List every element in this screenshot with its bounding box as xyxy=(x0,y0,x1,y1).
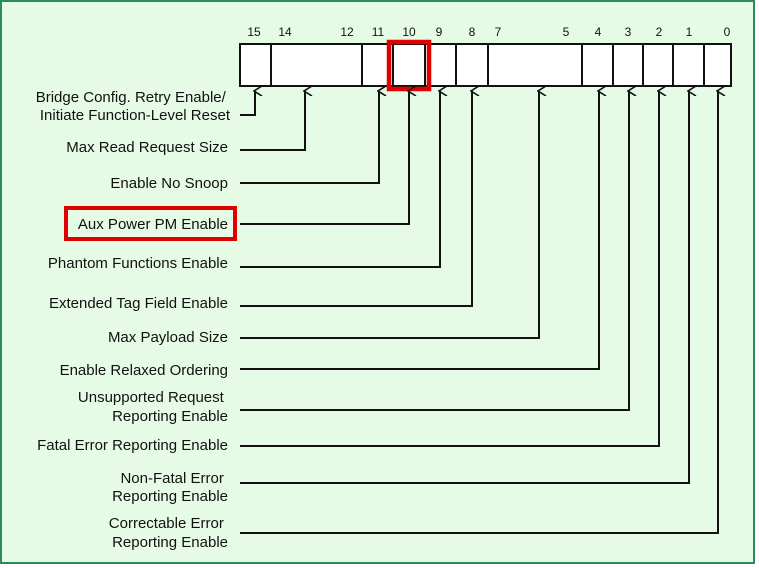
bit-number: 3 xyxy=(625,25,632,39)
leader-line xyxy=(240,91,629,411)
bit-number: 8 xyxy=(469,25,476,39)
leader-lines xyxy=(240,91,718,534)
leader-line xyxy=(240,91,409,225)
field-label-correctable-error-reporting: Correctable Error Reporting Enable xyxy=(109,515,228,551)
bit-number: 5 xyxy=(563,25,570,39)
field-label-unsupported-request-reporting: Unsupported Request Reporting Enable xyxy=(78,389,228,425)
leader-line xyxy=(240,91,440,268)
leader-line xyxy=(240,91,379,184)
bit-number: 7 xyxy=(495,25,502,39)
bit-number: 9 xyxy=(436,25,443,39)
field-label-phantom-functions-enable: Phantom Functions Enable xyxy=(48,255,228,272)
bit-number: 12 xyxy=(340,25,354,39)
field-label-max-read-request-size: Max Read Request Size xyxy=(66,139,228,156)
bit-number: 14 xyxy=(278,25,292,39)
bit-number: 2 xyxy=(656,25,663,39)
field-label-fatal-error-reporting: Fatal Error Reporting Enable xyxy=(37,437,228,454)
bit-number: 15 xyxy=(247,25,261,39)
bit-number: 1 xyxy=(686,25,693,39)
leader-line xyxy=(240,91,718,534)
register-box xyxy=(239,43,732,87)
leader-line xyxy=(240,91,472,307)
field-label-max-payload-size: Max Payload Size xyxy=(108,329,228,346)
leader-line xyxy=(240,91,255,116)
leader-line xyxy=(240,91,305,151)
aux-power-label-highlight xyxy=(64,206,237,241)
field-label-non-fatal-error-reporting: Non-Fatal Error Reporting Enable xyxy=(112,470,228,505)
bit-number: 11 xyxy=(372,25,385,39)
leader-line xyxy=(240,91,659,447)
field-label-enable-relaxed-ordering: Enable Relaxed Ordering xyxy=(60,362,228,379)
field-label-enable-no-snoop: Enable No Snoop xyxy=(110,175,228,192)
field-label-extended-tag-field-enable: Extended Tag Field Enable xyxy=(49,295,228,312)
bit-number: 10 xyxy=(402,25,416,39)
field-dividers xyxy=(270,44,705,86)
field-label-bridge-config-retry: Bridge Config. Retry Enable/ Initiate Fu… xyxy=(36,89,231,124)
leader-line xyxy=(240,91,689,484)
leader-line xyxy=(240,91,539,339)
field-label-aux-power-pm-enable: Aux Power PM Enable xyxy=(78,216,228,233)
bit-number-row: 15 14 12 11 10 9 8 7 5 4 3 2 1 0 xyxy=(247,25,730,39)
field-labels: Bridge Config. Retry Enable/ Initiate Fu… xyxy=(36,89,231,551)
bit-number: 4 xyxy=(595,25,602,39)
leader-line xyxy=(240,91,599,370)
bit-number: 0 xyxy=(724,25,731,39)
